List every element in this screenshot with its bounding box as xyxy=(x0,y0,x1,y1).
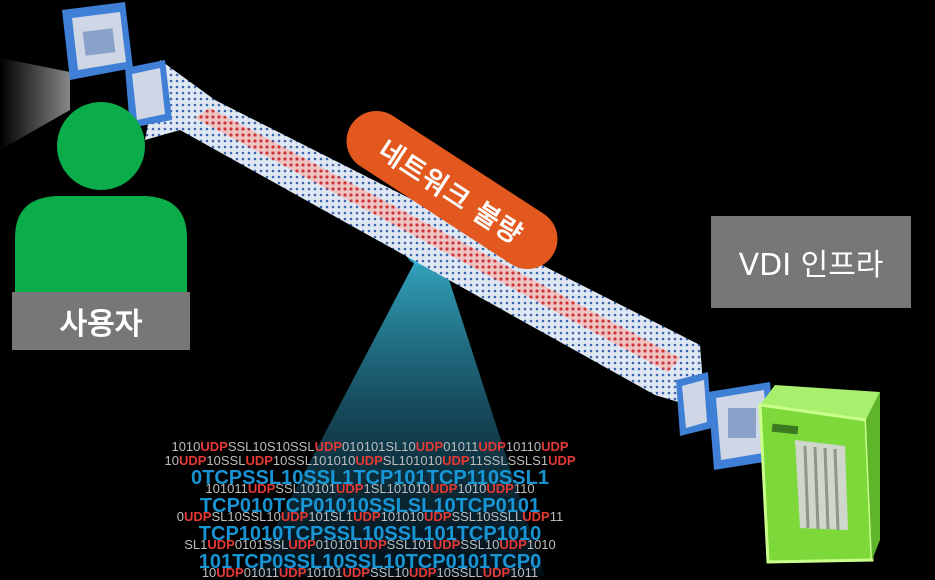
user-label: 사용자 xyxy=(12,292,190,350)
udp-token: UDP xyxy=(423,509,452,524)
packet-text: SL101010 xyxy=(382,453,443,468)
packet-text: 110 xyxy=(513,481,535,496)
udp-token: UDP xyxy=(178,453,207,468)
udp-token: UDP xyxy=(522,509,550,524)
packet-text: 1SL101010 xyxy=(363,481,430,496)
udp-token: UDP xyxy=(478,439,506,454)
udp-token: UDP xyxy=(288,537,316,552)
udp-token: UDP xyxy=(200,439,228,454)
packet-text: 10SSL xyxy=(206,453,246,468)
udp-token: UDP xyxy=(207,537,235,552)
udp-token: UDP xyxy=(353,509,381,524)
packet-row: TCP1010TCPSSL10SSL101TCP1010 xyxy=(120,524,620,544)
packet-text: 1010 xyxy=(457,481,487,496)
packet-text: SSL10 xyxy=(460,537,500,552)
server-icon xyxy=(758,385,880,564)
packet-text: 101SL1 xyxy=(308,509,354,524)
udp-token: UDP xyxy=(280,509,309,524)
udp-token: UDP xyxy=(314,439,343,454)
vdi-infra-label: VDI 인프라 xyxy=(711,216,911,308)
packet-text: SSL10101 xyxy=(275,481,337,496)
udp-token: UDP xyxy=(548,453,576,468)
packet-text: 101TCP0SSL10SSL10TCP0101TCP0 xyxy=(198,551,542,573)
endpoint-module-right xyxy=(676,372,776,470)
packet-text: SSL10SSLL xyxy=(451,509,523,524)
packet-text: SL10SSL10 xyxy=(211,509,281,524)
network-beam xyxy=(250,252,545,576)
packet-row: 1010UDPSSL10S10SSLUDP010101SL10UDP01011U… xyxy=(120,440,620,454)
packet-row: 101TCP0SSL10SSL10TCP0101TCP0 xyxy=(120,552,620,572)
udp-token: UDP xyxy=(245,453,273,468)
packet-text: 0 xyxy=(176,509,184,524)
udp-token: UDP xyxy=(415,439,444,454)
endpoint-module-left xyxy=(62,2,172,128)
user-icon xyxy=(15,102,187,292)
packet-text: 1010 xyxy=(171,439,201,454)
packet-text: 010101SL10 xyxy=(342,439,416,454)
udp-token: UDP xyxy=(336,481,364,496)
packet-text: 01011 xyxy=(443,439,479,454)
packet-text: 0101SSL xyxy=(234,537,289,552)
udp-token: UDP xyxy=(486,481,514,496)
udp-token: UDP xyxy=(430,481,458,496)
packet-text: SSL10S10SSL xyxy=(227,439,315,454)
udp-token: UDP xyxy=(184,509,212,524)
packet-text: 101011 xyxy=(205,481,248,496)
packet-row: SL1UDP0101SSLUDP010101UDPSSL101UDPSSL10U… xyxy=(120,538,620,552)
udp-token: UDP xyxy=(247,481,276,496)
packet-text: 11 xyxy=(549,509,564,524)
packet-stream: 1010UDPSSL10S10SSLUDP010101SL10UDP01011U… xyxy=(120,440,620,580)
udp-token: UDP xyxy=(359,537,387,552)
packet-text: TCP010TCP01010SSLSL10TCP0101 xyxy=(199,495,541,517)
packet-row: 101011UDPSSL10101UDP1SL101010UDP1010UDP1… xyxy=(120,482,620,496)
packet-text: 10 xyxy=(164,453,179,468)
packet-text: SSL101 xyxy=(386,537,433,552)
packet-row: 0UDPSL10SSL10UDP101SL1UDP101010UDPSSL10S… xyxy=(120,510,620,524)
udp-token: UDP xyxy=(355,453,383,468)
udp-token: UDP xyxy=(432,537,461,552)
packet-text: 10110 xyxy=(505,439,542,454)
light-beam xyxy=(0,58,70,150)
udp-token: UDP xyxy=(499,537,527,552)
packet-text: 10SSL101010 xyxy=(272,453,356,468)
udp-token: UDP xyxy=(442,453,470,468)
packet-text: 010101 xyxy=(315,537,360,552)
packet-row: 10UDP10SSLUDP10SSL101010UDPSL101010UDP11… xyxy=(120,454,620,468)
packet-row: 0TCPSSL10SSL1TCP101TCP110SSL1 xyxy=(120,468,620,488)
udp-token: UDP xyxy=(541,439,569,454)
packet-text: TCP1010TCPSSL10SSL101TCP1010 xyxy=(198,523,542,545)
cable-core xyxy=(195,108,680,372)
packet-row: TCP010TCP01010SSLSL10TCP0101 xyxy=(120,496,620,516)
packet-text: 1010 xyxy=(526,537,556,552)
packet-text: 11SSLSSLS1 xyxy=(469,453,549,468)
packet-text: SL1 xyxy=(184,537,208,552)
packet-text: 0TCPSSL10SSL1TCP101TCP110SSL1 xyxy=(191,467,549,489)
packet-text: 101010 xyxy=(380,509,424,524)
